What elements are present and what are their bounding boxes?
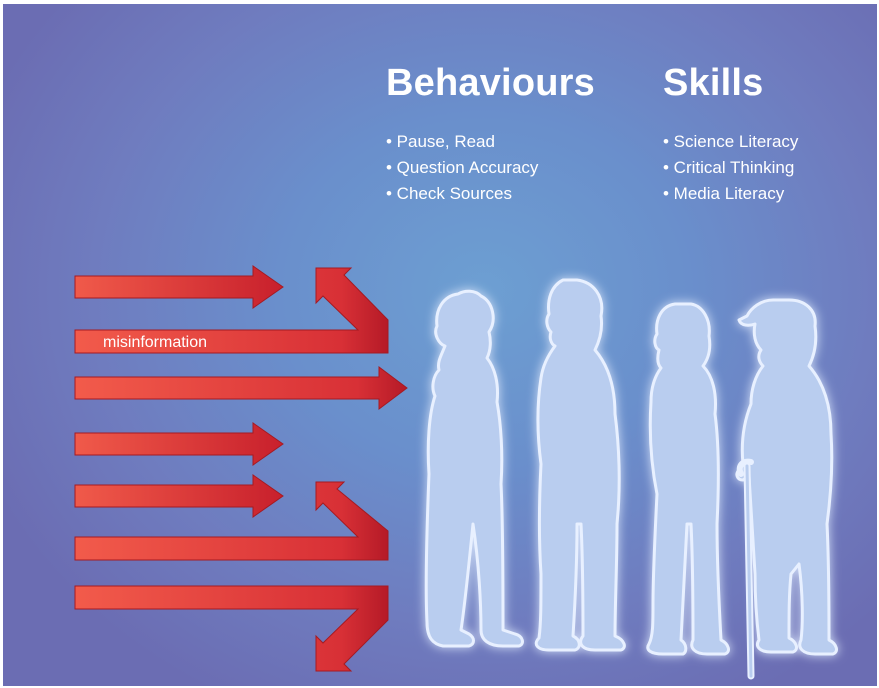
arrow-deflected-up-1: misinformation [74, 267, 389, 354]
arrow-short-3 [74, 474, 284, 518]
skills-column: Skills • Science Literacy • Critical Thi… [663, 64, 798, 207]
arrow-short-2 [74, 422, 284, 466]
diagram-canvas: Behaviours • Pause, Read • Question Accu… [3, 4, 877, 686]
skills-heading: Skills [663, 62, 764, 104]
misinformation-label: misinformation [103, 334, 207, 351]
arrows-and-people: misinformation [74, 265, 838, 680]
skill-item: • Media Literacy [663, 184, 785, 203]
behaviour-item: • Pause, Read [386, 132, 495, 151]
arrow-long-1 [74, 366, 408, 410]
person-silhouette-1 [424, 289, 524, 648]
skill-item: • Science Literacy [663, 132, 799, 151]
behaviour-item: • Check Sources [386, 184, 512, 203]
behaviours-list: • Pause, Read • Question Accuracy • Chec… [386, 129, 595, 207]
arrow-deflected-down [74, 585, 389, 672]
person-silhouette-4-with-cane [735, 298, 838, 656]
person-silhouette-3 [646, 302, 730, 656]
skills-list: • Science Literacy • Critical Thinking •… [663, 129, 798, 207]
arrow-short-1 [74, 265, 284, 309]
behaviours-column: Behaviours • Pause, Read • Question Accu… [386, 64, 595, 207]
behaviour-item: • Question Accuracy [386, 158, 539, 177]
arrow-deflected-up-2 [74, 481, 389, 561]
behaviours-heading: Behaviours [386, 62, 595, 104]
cane [736, 458, 755, 680]
skill-item: • Critical Thinking [663, 158, 795, 177]
person-silhouette-2 [534, 278, 626, 652]
